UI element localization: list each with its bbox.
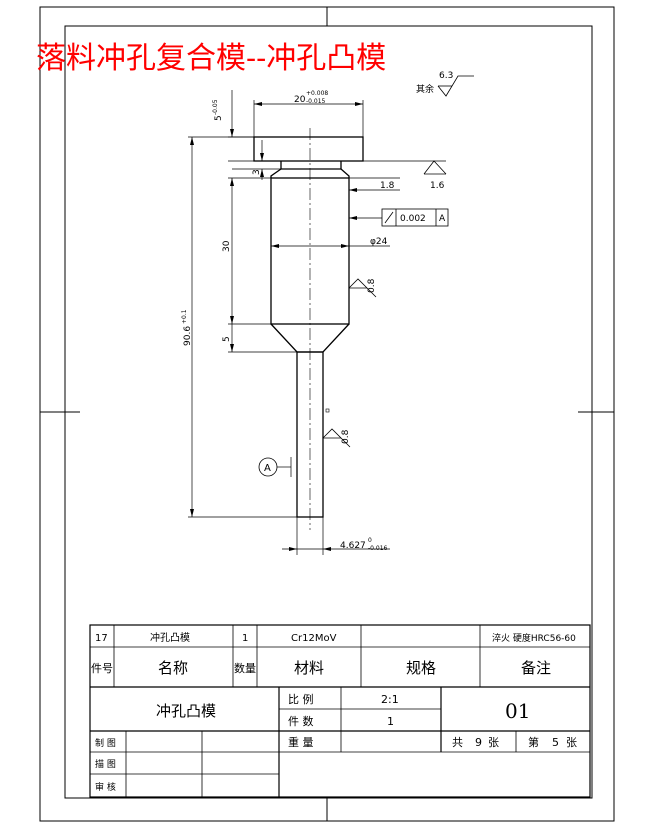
sheet-no-post: 张 [566, 736, 577, 749]
svg-text:其余: 其余 [416, 83, 434, 95]
sheet-no: 5 [552, 736, 559, 749]
count-label: 件 数 [288, 715, 314, 728]
svg-text:-0.015: -0.015 [306, 98, 326, 105]
dim-chamfer: 1.8 [380, 181, 395, 191]
dimension-arrows [190, 102, 363, 551]
sheet-no-pre: 第 [528, 735, 539, 749]
header-note: 备注 [521, 659, 551, 677]
dim-body-length: 30 [222, 240, 232, 252]
svg-text:0.8: 0.8 [367, 278, 377, 293]
parts-no: 17 [95, 633, 108, 644]
checked-label: 审 核 [95, 781, 116, 793]
parts-qty: 1 [242, 633, 248, 644]
weight-label: 重 量 [288, 735, 314, 749]
svg-text:20: 20 [294, 95, 306, 105]
count-value: 1 [387, 715, 394, 728]
dim-total-length: 90.6 +0.1 [181, 309, 193, 346]
roughness-pin: 0.8 [322, 408, 351, 448]
svg-text:90.6: 90.6 [183, 326, 193, 346]
roughness-other: 其余 6.3 [416, 71, 474, 97]
traced-label: 描 图 [95, 758, 116, 770]
parts-note: 淬火 硬度HRC56-60 [492, 632, 576, 644]
header-no: 件号 [91, 662, 113, 675]
dim-diameter: φ24 [370, 237, 388, 247]
sheet-total: 9 [475, 736, 482, 749]
parts-name: 冲孔凸模 [150, 631, 190, 644]
drawing-title: 落料冲孔复合模--冲孔凸模 [36, 41, 386, 76]
header-spec: 规格 [406, 659, 436, 677]
header-name: 名称 [158, 659, 188, 677]
svg-text:-0.05: -0.05 [212, 99, 219, 115]
dim-head-height: 5 -0.05 [212, 99, 224, 121]
svg-text:A: A [264, 463, 271, 474]
scale-value: 2:1 [381, 693, 399, 706]
svg-text:1.6: 1.6 [430, 181, 445, 191]
roughness-body: 0.8 [348, 278, 377, 298]
title-block [89, 624, 591, 798]
svg-text:0.8: 0.8 [341, 429, 351, 444]
roughness-top: 1.6 [423, 160, 447, 191]
dim-head-width: 20 +0.008 -0.015 [294, 90, 328, 105]
svg-text:A: A [439, 214, 446, 224]
header-material: 材料 [294, 659, 324, 677]
punch-outline [253, 136, 364, 518]
svg-text:0.002: 0.002 [400, 214, 426, 224]
svg-text:+0.1: +0.1 [181, 309, 188, 324]
center-marks [40, 7, 614, 821]
geometric-tolerance-frame: 0.002 A [381, 208, 449, 227]
scale-label: 比 例 [288, 692, 314, 706]
sheet-total-post: 张 [488, 736, 499, 749]
svg-text:4.627: 4.627 [340, 541, 366, 551]
svg-text:5: 5 [214, 115, 224, 121]
svg-text:0: 0 [368, 537, 372, 544]
svg-text:-0.016: -0.016 [368, 545, 388, 552]
sheet-total-pre: 共 [452, 736, 463, 749]
part-name: 冲孔凸模 [156, 702, 216, 720]
datum-a: A [258, 457, 278, 477]
dim-taper-length: 5 [222, 336, 232, 342]
dimension-lines [188, 90, 446, 555]
dim-flange: 3 [252, 169, 262, 175]
svg-text:+0.008: +0.008 [306, 90, 328, 97]
drawing-number: 01 [505, 699, 530, 723]
header-qty: 数量 [234, 662, 256, 675]
drawn-label: 制 图 [95, 737, 116, 749]
svg-text:6.3: 6.3 [439, 71, 453, 81]
dim-pin-diameter: 4.627 0 -0.016 [340, 537, 388, 552]
parts-material: Cr12MoV [291, 633, 337, 644]
